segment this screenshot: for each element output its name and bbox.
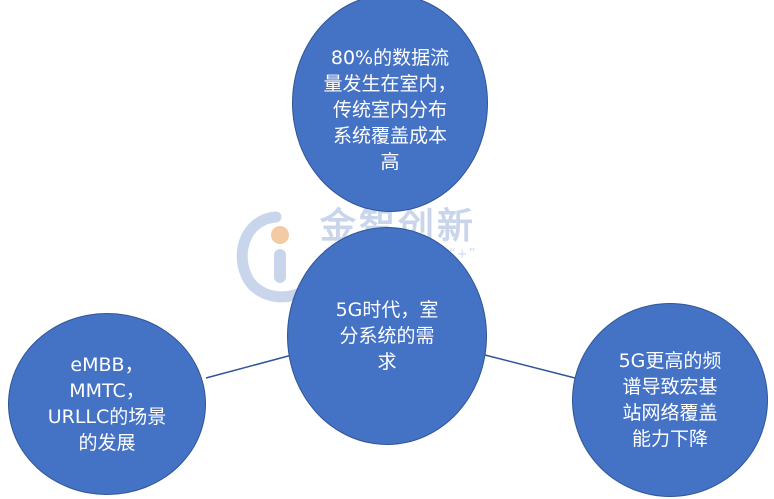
node-line: 求 [377, 351, 397, 373]
node-macro-coverage-text: 5G更高的频 谱导致宏基 站网络覆盖 能力下降 [605, 348, 735, 452]
node-indoor-traffic-text: 80%的数据流 量发生在室内， 传统室内分布 系统覆盖成本 高 [320, 45, 460, 175]
node-line: 5G时代，室 [335, 299, 439, 321]
node-line: 的发展 [78, 432, 136, 454]
node-line: 系统覆盖成本 [332, 125, 447, 147]
node-line: 站网络覆盖 [622, 402, 718, 424]
node-line: 80%的数据流 [330, 47, 450, 69]
node-5g-indoor-demand-text: 5G时代，室 分系统的需 求 [325, 297, 449, 375]
connector-center-right [484, 354, 576, 379]
node-line: 能力下降 [631, 428, 708, 450]
node-macro-coverage: 5G更高的频 谱导致宏基 站网络覆盖 能力下降 [572, 303, 768, 497]
node-line: URLLC的场景 [47, 406, 167, 428]
node-scenarios-text: eMBB， MMTC， URLLC的场景 的发展 [27, 352, 187, 456]
node-line: 量发生在室内， [323, 73, 457, 95]
node-5g-indoor-demand: 5G时代，室 分系统的需 求 [287, 227, 487, 445]
node-line: 谱导致宏基 [622, 376, 718, 398]
connector-center-left [205, 354, 293, 379]
node-line: 传统室内分布 [332, 99, 447, 121]
node-line: 高 [380, 151, 400, 173]
node-line: 5G更高的频 [618, 350, 722, 372]
node-line: 分系统的需 [339, 325, 435, 347]
node-scenarios: eMBB， MMTC， URLLC的场景 的发展 [8, 313, 206, 495]
node-line: MMTC， [69, 380, 145, 402]
node-line: eMBB， [70, 354, 144, 376]
node-indoor-traffic: 80%的数据流 量发生在室内， 传统室内分布 系统覆盖成本 高 [292, 0, 488, 212]
